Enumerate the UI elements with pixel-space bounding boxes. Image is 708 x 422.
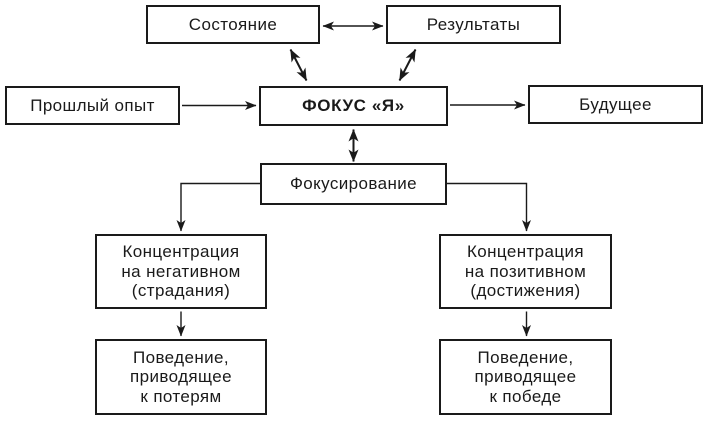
node-behavior-loss: Поведение, приводящее к потерям xyxy=(95,339,267,415)
node-state: Состояние xyxy=(146,5,320,44)
node-focusing: Фокусирование xyxy=(260,163,447,205)
arrow-state-focus xyxy=(289,49,308,81)
arrow-focusing-positive xyxy=(446,182,531,232)
node-concentration-positive: Концентрация на позитивном (достижения) xyxy=(439,234,612,309)
node-past-experience: Прошлый опыт xyxy=(5,86,180,125)
arrow-focusing-negative xyxy=(176,182,261,232)
node-future: Будущее xyxy=(528,85,703,124)
node-focus-self: ФОКУС «Я» xyxy=(259,86,448,126)
node-behavior-win: Поведение, приводящее к победе xyxy=(439,339,612,415)
arrow-results-focus xyxy=(398,49,417,81)
node-results: Результаты xyxy=(386,5,561,44)
node-concentration-negative: Концентрация на негативном (страдания) xyxy=(95,234,267,309)
